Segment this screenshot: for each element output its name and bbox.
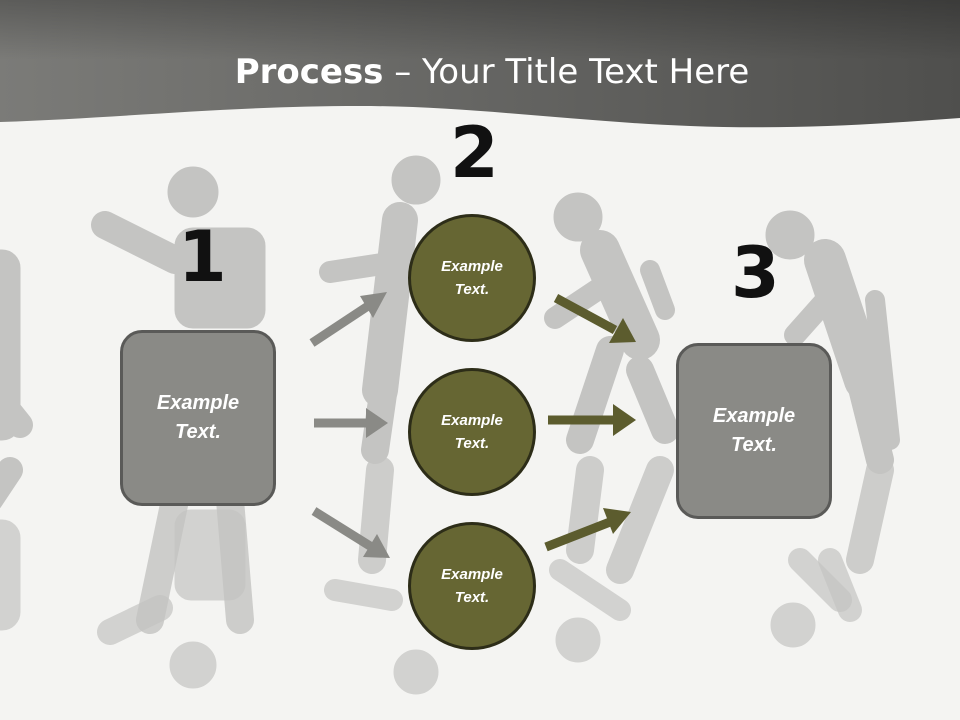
title-bold: Process <box>234 52 384 92</box>
olive-arrow-up <box>544 508 631 552</box>
arrows <box>309 292 636 558</box>
silhouette-figure-3 <box>544 192 679 663</box>
title-rest: – Your Title Text Here <box>383 52 750 92</box>
silhouette-figure-edge <box>0 249 33 631</box>
circle-top-text: Example Text. <box>441 258 503 298</box>
step-2-circle-bottom: Example Text. <box>408 522 536 650</box>
circle-bottom-text: Example Text. <box>441 566 503 606</box>
olive-arrow-down <box>553 294 636 343</box>
silhouette-figure-4 <box>765 210 900 648</box>
step-number-1: 1 <box>178 216 227 298</box>
step-1-box: Example Text. <box>120 330 276 506</box>
walking-figure-silhouettes <box>0 155 900 695</box>
step-3-box: Example Text. <box>676 343 832 519</box>
circle-middle-text: Example Text. <box>441 412 503 452</box>
step-3-box-text: Example Text. <box>712 405 796 456</box>
step-2-circle-top: Example Text. <box>408 214 536 342</box>
slide-title: Process – Your Title Text Here <box>0 52 960 92</box>
silhouette-figure-2 <box>319 155 441 695</box>
step-number-3: 3 <box>731 232 780 314</box>
gray-arrow-up <box>309 292 387 347</box>
step-number-2: 2 <box>450 112 499 194</box>
gray-arrow-down <box>311 507 390 558</box>
gray-arrow-right <box>314 408 388 438</box>
olive-arrow-right <box>548 404 636 436</box>
step-1-box-text: Example Text. <box>156 392 240 443</box>
step-2-circle-middle: Example Text. <box>408 368 536 496</box>
silhouette-figure-1 <box>91 166 266 689</box>
